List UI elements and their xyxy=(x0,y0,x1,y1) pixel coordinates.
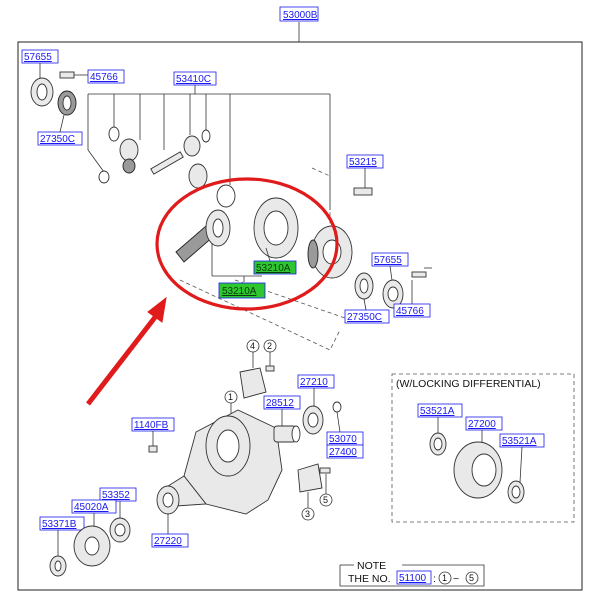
gear-kit-parts xyxy=(98,126,236,208)
svg-text:53352: 53352 xyxy=(102,490,130,501)
svg-text:(W/LOCKING DIFFERENTIAL): (W/LOCKING DIFFERENTIAL) xyxy=(396,378,541,390)
label-53521A-right[interactable]: 53521A xyxy=(499,433,545,448)
bearing-27220-part xyxy=(156,485,180,534)
svg-text:1: 1 xyxy=(442,573,447,583)
svg-text:53521A: 53521A xyxy=(420,406,455,417)
label-27220[interactable]: 27220 xyxy=(151,533,189,548)
flange-parts xyxy=(49,501,131,577)
label-53410C[interactable]: 53410C xyxy=(173,71,217,86)
bracket-lower-part xyxy=(297,463,331,493)
label-53210A-pinion[interactable]: 53210A xyxy=(218,282,266,299)
svg-text:5: 5 xyxy=(323,495,328,505)
diagram-frame xyxy=(17,41,583,591)
label-53352[interactable]: 53352 xyxy=(99,487,137,502)
svg-text:3: 3 xyxy=(305,509,310,519)
label-57655-top[interactable]: 57655 xyxy=(21,49,59,64)
label-53371B[interactable]: 53371B xyxy=(39,516,85,531)
assembly-guides xyxy=(179,167,346,351)
note-box: NOTE THE NO. xyxy=(339,560,485,587)
svg-text:57655: 57655 xyxy=(24,52,52,63)
svg-text:53210A: 53210A xyxy=(256,263,291,274)
emphasis-arrow xyxy=(86,296,167,406)
svg-text:45766: 45766 xyxy=(396,306,424,317)
svg-text:57655: 57655 xyxy=(374,255,402,266)
seal-top-part xyxy=(30,63,77,116)
svg-text:27200: 27200 xyxy=(468,419,496,430)
svg-text:27400: 27400 xyxy=(329,447,357,458)
svg-text:53000B: 53000B xyxy=(283,10,318,21)
pinion-gear-part xyxy=(175,209,231,263)
collar-part xyxy=(273,409,301,443)
svg-text:1: 1 xyxy=(228,392,233,402)
label-27200[interactable]: 27200 xyxy=(465,416,503,431)
label-45766-top[interactable]: 45766 xyxy=(87,69,125,84)
svg-text:NOTE: NOTE xyxy=(357,560,386,572)
ring-gear-part xyxy=(253,197,299,259)
svg-text:53410C: 53410C xyxy=(176,74,211,85)
svg-text:27210: 27210 xyxy=(300,377,328,388)
label-27350C-top[interactable]: 27350C xyxy=(37,131,83,146)
callout-3: 3 xyxy=(301,492,315,521)
gear-kit-leaders xyxy=(87,85,331,210)
callout-5: 5 xyxy=(319,474,333,507)
seal-right-parts xyxy=(354,265,432,309)
svg-text:53070: 53070 xyxy=(329,434,357,445)
diff-case-part xyxy=(307,225,353,279)
callout-1: 1 xyxy=(224,390,238,414)
leader-53070 xyxy=(336,411,341,433)
callout-4: 4 xyxy=(246,339,260,368)
svg-text:27350C: 27350C xyxy=(40,134,75,145)
leader-27350C-right xyxy=(363,298,367,311)
svg-text:5: 5 xyxy=(469,573,474,583)
note-range: : 1 ~ 5 xyxy=(433,571,479,585)
label-28512[interactable]: 28512 xyxy=(263,395,301,410)
svg-text:53521A: 53521A xyxy=(502,436,537,447)
locking-diff-parts xyxy=(429,417,525,504)
callout-2: 2 xyxy=(263,339,277,368)
svg-text:45766: 45766 xyxy=(90,72,118,83)
svg-text:53371B: 53371B xyxy=(42,519,77,530)
label-27350C-right[interactable]: 27350C xyxy=(344,309,390,324)
svg-text:53215: 53215 xyxy=(349,157,377,168)
svg-text:THE NO.: THE NO. xyxy=(348,573,391,585)
svg-text:27220: 27220 xyxy=(154,536,182,547)
label-53210A-ring[interactable]: 53210A xyxy=(253,260,297,275)
note-part-51100[interactable]: 51100 xyxy=(396,570,432,585)
svg-text:51100: 51100 xyxy=(399,573,427,584)
label-45766-right[interactable]: 45766 xyxy=(393,303,431,318)
svg-text:~: ~ xyxy=(453,573,459,585)
emphasis-ellipse xyxy=(155,177,339,311)
label-57655-right[interactable]: 57655 xyxy=(371,252,409,267)
svg-text:1140FB: 1140FB xyxy=(134,420,169,431)
svg-text:2: 2 xyxy=(267,341,272,351)
bolt-top-part xyxy=(59,71,88,79)
bracket-upper-part xyxy=(239,365,275,399)
svg-text:27350C: 27350C xyxy=(347,312,382,323)
label-1140FB[interactable]: 1140FB xyxy=(131,417,175,432)
svg-text::: : xyxy=(433,573,436,585)
locking-diff-inset: (W/LOCKING DIFFERENTIAL) xyxy=(391,373,575,523)
svg-text:28512: 28512 xyxy=(266,398,294,409)
pinion-leader xyxy=(211,244,262,282)
label-27400[interactable]: 27400 xyxy=(326,444,364,459)
breather-part xyxy=(148,431,158,453)
bearing-27210-part xyxy=(302,388,342,435)
label-27210[interactable]: 27210 xyxy=(297,374,335,389)
svg-text:53210A: 53210A xyxy=(222,286,257,297)
svg-text:4: 4 xyxy=(250,341,255,351)
label-53000B[interactable]: 53000B xyxy=(279,6,319,22)
svg-text:45020A: 45020A xyxy=(74,502,109,513)
label-53215[interactable]: 53215 xyxy=(346,154,384,169)
diff-housing-part xyxy=(167,409,283,515)
label-45020A[interactable]: 45020A xyxy=(71,499,117,514)
bolt-right-part xyxy=(353,168,373,196)
label-53070[interactable]: 53070 xyxy=(326,431,364,446)
leader-ring-gear xyxy=(265,247,271,262)
label-53521A-left[interactable]: 53521A xyxy=(417,403,463,418)
leader-27350C-top xyxy=(59,114,65,133)
